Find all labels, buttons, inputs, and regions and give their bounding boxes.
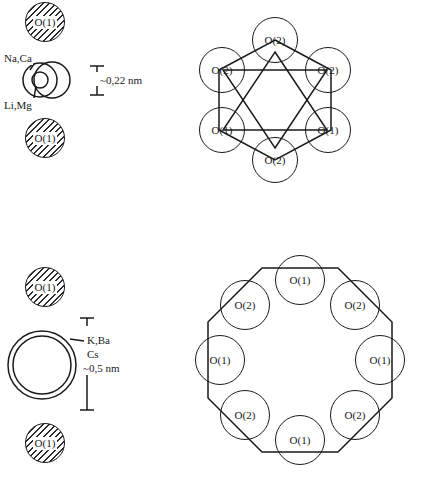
oxygen-circle: O(2) [330, 280, 380, 330]
dimension-line [96, 66, 98, 72]
atom-label: O(1) [318, 125, 339, 136]
atom-label: O(2) [265, 155, 286, 166]
oxygen-circle: O(1) [355, 335, 405, 385]
dimension-line [86, 318, 88, 326]
cation-circle [8, 331, 76, 399]
oxygen-circle: O(1) [275, 415, 325, 465]
oxygen-circle: O(1) [199, 107, 245, 153]
oxygen-circle: O(2) [252, 137, 298, 183]
atom-label: O(1) [33, 281, 58, 294]
oxygen-circle: O(2) [252, 17, 298, 63]
atom-label: O(1) [33, 437, 58, 450]
oxygen-circle: O(2) [305, 47, 351, 93]
ion-label: Cs [86, 348, 100, 361]
atom-label: O(2) [265, 35, 286, 46]
oxygen-circle: O(1) [275, 255, 325, 305]
dimension-tick [90, 94, 104, 96]
ion-label: K,Ba [86, 334, 111, 347]
hatched-oxygen-circle: O(1) [25, 423, 65, 463]
dimension-label: ~0,5 nm [82, 362, 121, 375]
triangle-outline [223, 52, 327, 130]
hatched-oxygen-circle: O(1) [25, 267, 65, 307]
atom-label: O(2) [235, 410, 256, 421]
atom-label: O(1) [290, 435, 311, 446]
atom-label: O(1) [33, 16, 58, 29]
atom-label: O(2) [212, 65, 233, 76]
atom-label: O(2) [318, 65, 339, 76]
oxygen-circle: O(1) [305, 107, 351, 153]
hexagon-outline [219, 40, 331, 160]
atom-label: O(1) [210, 355, 231, 366]
cation-circle [13, 336, 71, 394]
hatched-oxygen-circle: O(1) [25, 118, 65, 158]
oxygen-circle: O(2) [330, 390, 380, 440]
leader-line [70, 339, 84, 341]
atom-label: O(2) [345, 410, 366, 421]
oxygen-circle: O(1) [195, 335, 245, 385]
atom-label: O(2) [345, 300, 366, 311]
atom-label: O(2) [235, 300, 256, 311]
dimension-tick [80, 409, 94, 411]
atom-label: O(1) [212, 125, 233, 136]
ion-label: Na,Ca [3, 52, 33, 65]
leader-line [34, 86, 36, 98]
atom-label: O(1) [290, 275, 311, 286]
cation-circle [23, 63, 57, 97]
dimension-line [96, 86, 98, 95]
oxygen-circle: O(2) [199, 47, 245, 93]
atom-label: O(1) [33, 132, 58, 145]
dimension-line [86, 372, 88, 410]
octagon-outline [208, 268, 392, 452]
cation-circle [32, 72, 48, 88]
ion-label: Li,Mg [3, 99, 33, 112]
oxygen-circle: O(2) [220, 280, 270, 330]
atom-label: O(1) [370, 355, 391, 366]
hatched-oxygen-circle: O(1) [25, 2, 65, 42]
dimension-label: ~0,22 nm [99, 74, 143, 87]
oxygen-circle: O(2) [220, 390, 270, 440]
